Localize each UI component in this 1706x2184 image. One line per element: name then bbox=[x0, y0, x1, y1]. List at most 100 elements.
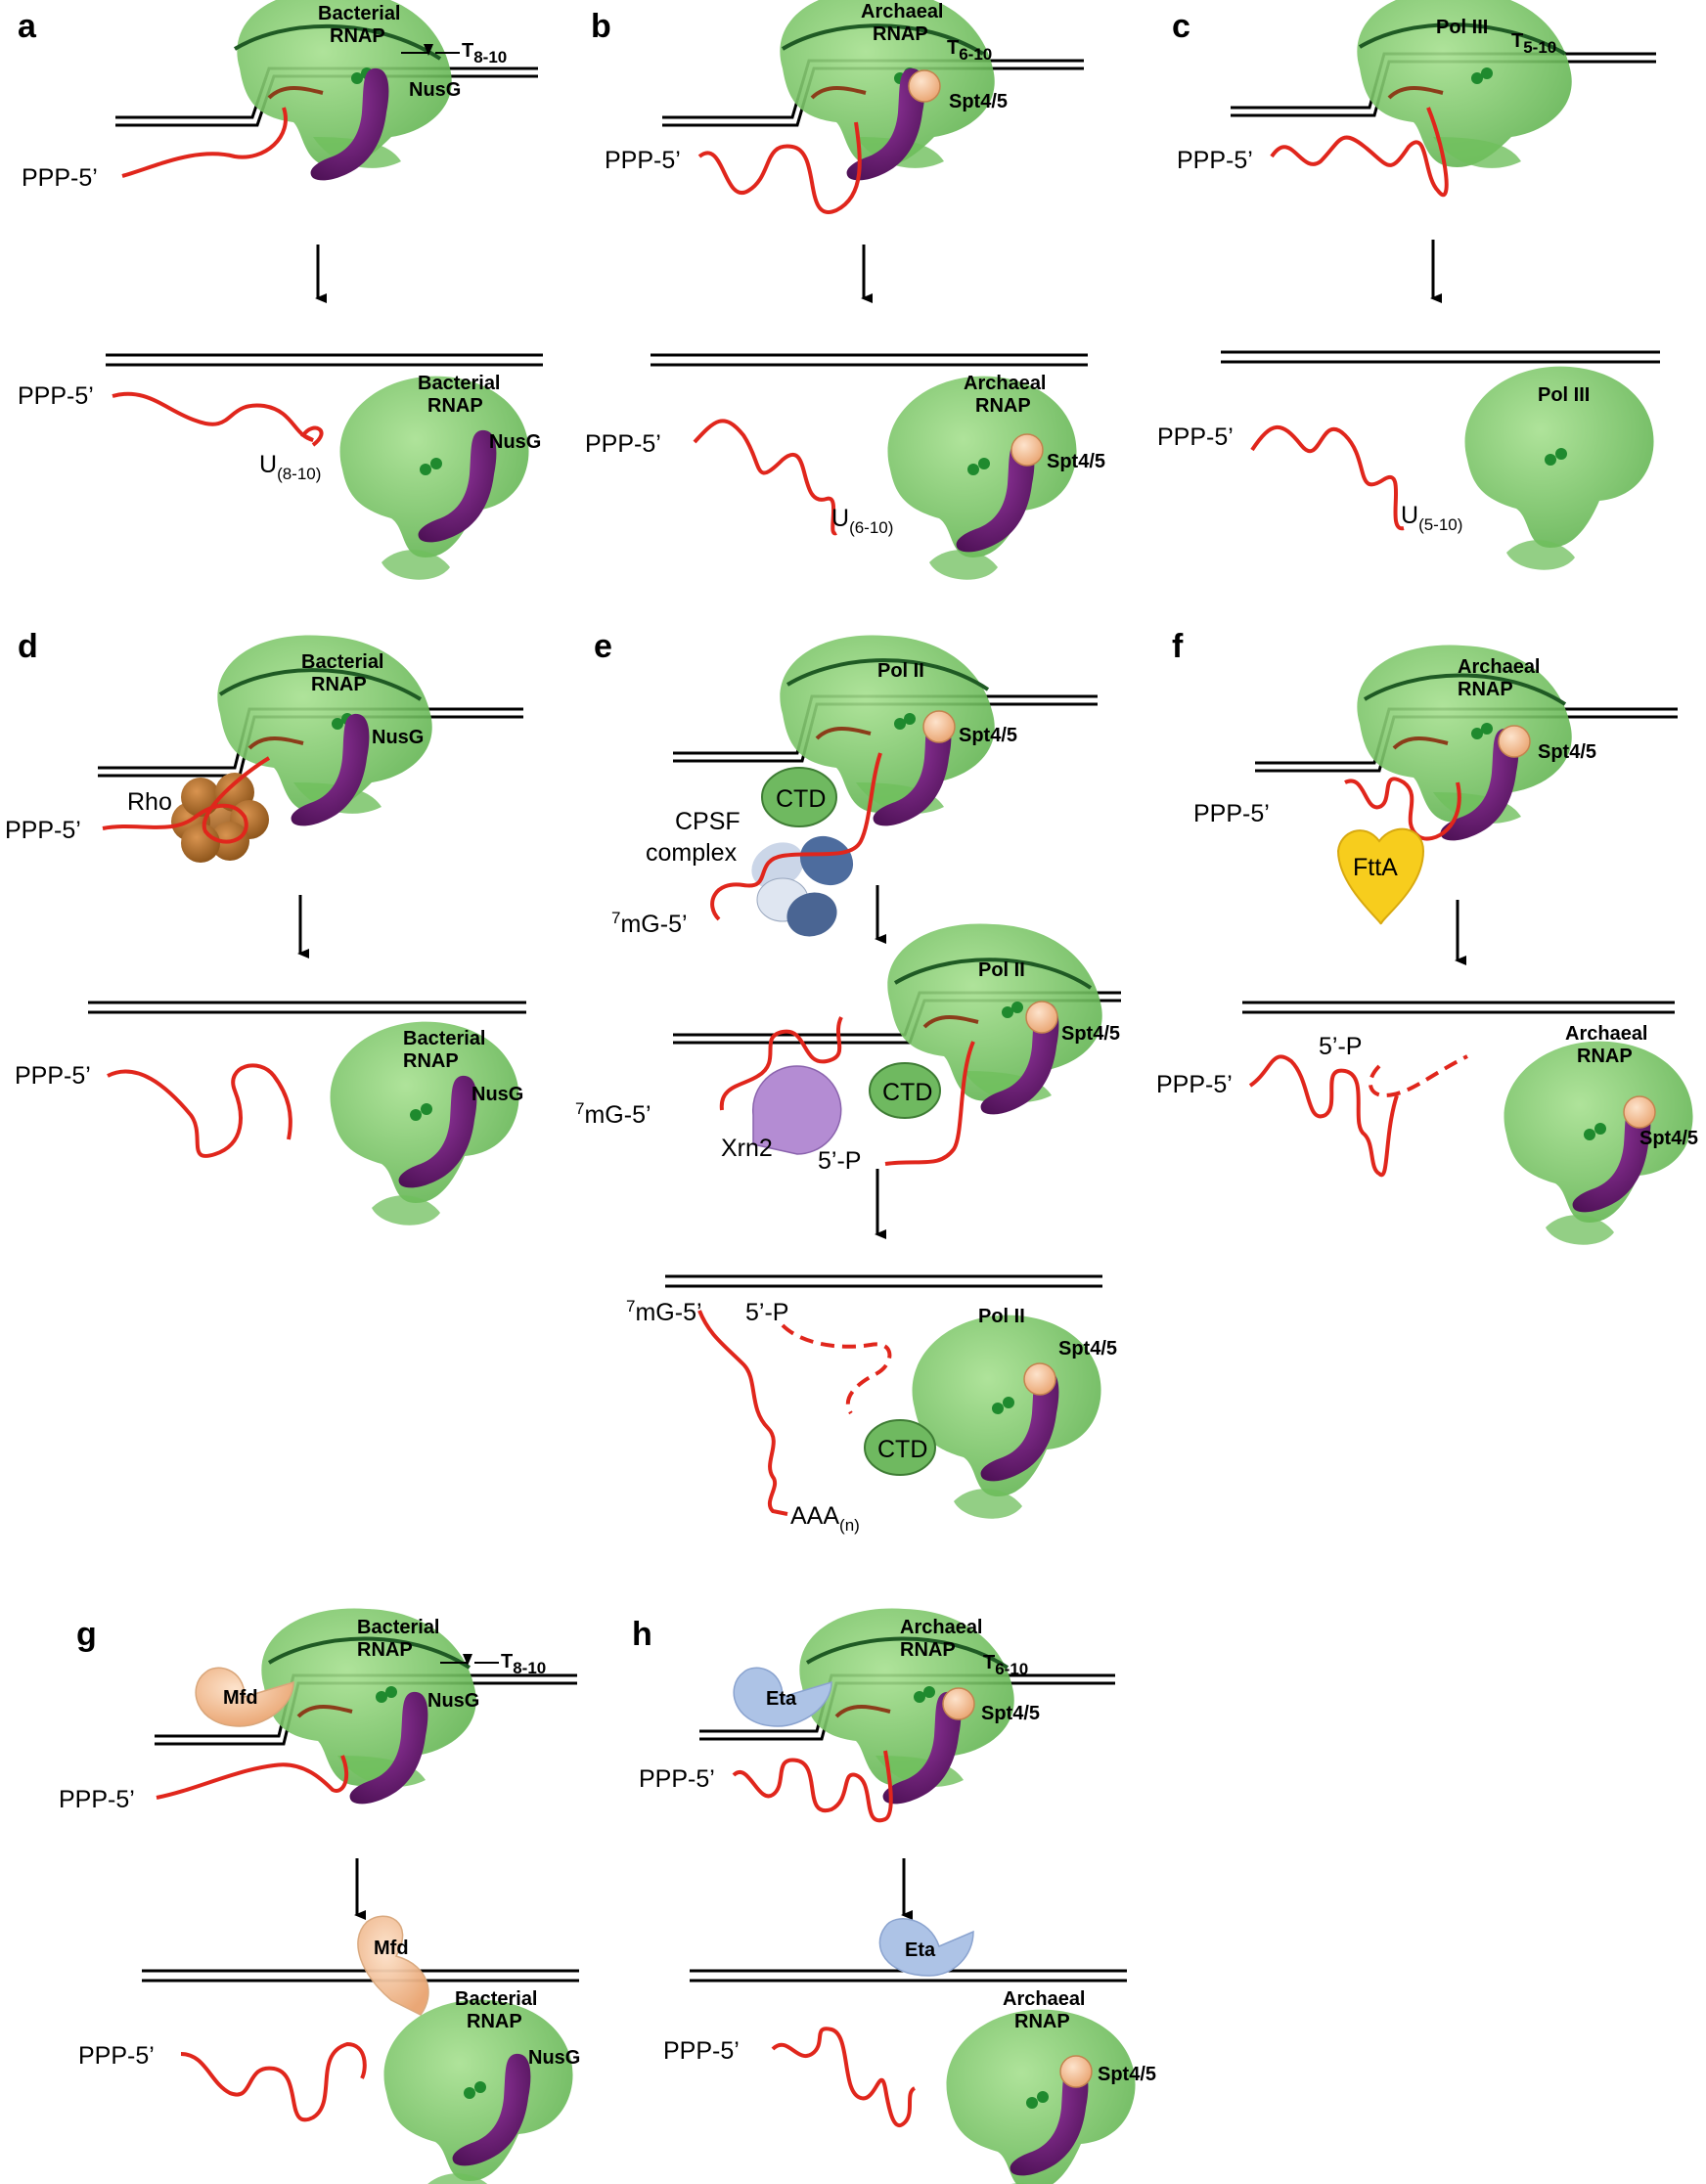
ppp5-c: PPP-5’ bbox=[1177, 147, 1253, 174]
rnap-label-f: RNAP bbox=[1458, 679, 1513, 700]
rnap-species-a: Bacterial bbox=[318, 3, 401, 24]
nusg-g: NusG bbox=[427, 1690, 479, 1712]
svg-text:U(8-10): U(8-10) bbox=[259, 451, 321, 483]
cpsf-complex bbox=[751, 835, 854, 937]
mg5-e3: mG-5’ bbox=[635, 1299, 701, 1326]
ppp5-g2: PPP-5’ bbox=[78, 2042, 155, 2070]
svg-text:U(6-10): U(6-10) bbox=[831, 505, 893, 537]
rnap-label-f2: RNAP bbox=[1577, 1046, 1633, 1067]
ppp5-b2: PPP-5’ bbox=[585, 430, 661, 458]
t-h: T bbox=[983, 1652, 995, 1673]
ppp5-a2: PPP-5’ bbox=[18, 382, 94, 410]
ppp5-f: PPP-5’ bbox=[1193, 800, 1270, 827]
nusg-g2: NusG bbox=[528, 2047, 580, 2069]
rnap-label-d: RNAP bbox=[311, 674, 367, 695]
rnap-species-g2: Bacterial bbox=[455, 1988, 538, 2010]
panel-label-e: e bbox=[594, 628, 612, 665]
nusg-d2: NusG bbox=[471, 1084, 523, 1105]
rnap-label-b2: RNAP bbox=[975, 395, 1031, 417]
svg-text:7mG-5’: 7mG-5’ bbox=[575, 1099, 651, 1129]
panel-label-d: d bbox=[18, 628, 38, 665]
ppp5-h: PPP-5’ bbox=[639, 1765, 715, 1793]
t-a: T bbox=[462, 40, 473, 62]
t-sub-h: 6-10 bbox=[995, 1660, 1028, 1678]
spt45-h: Spt4/5 bbox=[981, 1703, 1040, 1724]
pol-ii-e1: Pol II bbox=[877, 660, 924, 682]
cpsf-line2: complex bbox=[646, 839, 738, 867]
rnap-species-h: Archaeal bbox=[900, 1617, 983, 1638]
rnap-species-h2: Archaeal bbox=[1003, 1988, 1086, 2010]
svg-text:AAA(n): AAA(n) bbox=[790, 1502, 860, 1535]
spt45-b: Spt4/5 bbox=[949, 91, 1008, 112]
spt45-e1: Spt4/5 bbox=[959, 725, 1017, 746]
svg-text:7mG-5’: 7mG-5’ bbox=[626, 1297, 702, 1326]
ctd-label-2: CTD bbox=[882, 1079, 932, 1106]
nusg-a: NusG bbox=[409, 79, 461, 101]
panel-b: b PPP-5’ Archaeal RNAP Spt4/5 T6-10 PPP-… bbox=[585, 0, 1105, 580]
aaa-e3: AAA bbox=[790, 1502, 839, 1530]
mg5-sup-e2: 7 bbox=[575, 1099, 584, 1118]
mg5-sup-e3: 7 bbox=[626, 1297, 635, 1315]
rho-label: Rho bbox=[127, 788, 172, 816]
t-sub-b: 6-10 bbox=[959, 45, 992, 64]
mfd-label-2: Mfd bbox=[374, 1938, 409, 1959]
rnap-species-b: Archaeal bbox=[861, 1, 944, 22]
svg-text:T8-10: T8-10 bbox=[462, 40, 507, 67]
p5-e2: 5’-P bbox=[818, 1147, 861, 1175]
panel-h: h Eta PPP-5’ Archaeal RNAP Spt4/5 T6-10 … bbox=[632, 1608, 1156, 2184]
rnap-species-d: Bacterial bbox=[301, 651, 384, 673]
pol-iii-c2: Pol III bbox=[1538, 384, 1590, 406]
nusg-a2: NusG bbox=[489, 431, 541, 453]
panel-label-h: h bbox=[632, 1616, 652, 1653]
rnap-label-a2: RNAP bbox=[427, 395, 483, 417]
mg5-sup-e1: 7 bbox=[611, 909, 620, 927]
spt45-b2: Spt4/5 bbox=[1047, 451, 1105, 472]
spt45-f2: Spt4/5 bbox=[1639, 1128, 1698, 1149]
panel-e: e CTD CPSF complex 7mG-5’ Pol II Spt4/5 … bbox=[575, 628, 1121, 1535]
mg5-e2: mG-5’ bbox=[584, 1101, 651, 1129]
ppp5-b: PPP-5’ bbox=[605, 147, 681, 174]
t-sub-c: 5-10 bbox=[1523, 38, 1556, 57]
mg5-e1: mG-5’ bbox=[620, 911, 687, 938]
ppp5-a: PPP-5’ bbox=[22, 164, 98, 192]
t-g: T bbox=[501, 1651, 513, 1672]
rnap-label-b: RNAP bbox=[873, 23, 928, 45]
ppp5-d2: PPP-5’ bbox=[15, 1062, 91, 1090]
ctd-label-3: CTD bbox=[877, 1436, 927, 1463]
rnap-species-f2: Archaeal bbox=[1565, 1023, 1648, 1045]
panel-f: f FttA PPP-5’ Archaeal RNAP Spt4/5 PPP-5… bbox=[1156, 628, 1698, 1245]
svg-text:T5-10: T5-10 bbox=[1511, 30, 1556, 57]
panel-label-a: a bbox=[18, 8, 37, 45]
ppp5-h2: PPP-5’ bbox=[663, 2037, 740, 2065]
t-b: T bbox=[947, 37, 959, 59]
pol-ii-e3: Pol II bbox=[978, 1306, 1025, 1327]
ftta-label: FttA bbox=[1353, 854, 1398, 881]
rnap-species-a2: Bacterial bbox=[418, 373, 501, 394]
svg-text:7mG-5’: 7mG-5’ bbox=[611, 909, 688, 938]
aaa-n-e3: (n) bbox=[839, 1516, 860, 1535]
t-sub-g: 8-10 bbox=[513, 1659, 546, 1677]
ppp5-c2: PPP-5’ bbox=[1157, 423, 1234, 451]
rnap-species-d2: Bacterial bbox=[403, 1028, 486, 1049]
panel-label-f: f bbox=[1172, 628, 1184, 665]
eta-label-2: Eta bbox=[905, 1939, 936, 1961]
panel-g: g Mfd PPP-5’ Bacterial RNAP NusG T8-10 M… bbox=[59, 1608, 580, 2184]
u-c: U bbox=[1401, 502, 1418, 529]
rnap-species-g: Bacterial bbox=[357, 1617, 440, 1638]
rnap-label-a: RNAP bbox=[330, 25, 385, 47]
p5-e3: 5’-P bbox=[745, 1299, 788, 1326]
panel-a: a PPP-5’ Bacterial RNAP NusG T8-10 PPP-5… bbox=[18, 0, 543, 580]
rnap-label-g: RNAP bbox=[357, 1639, 413, 1661]
svg-text:T8-10: T8-10 bbox=[501, 1651, 546, 1677]
rnap-label-h: RNAP bbox=[900, 1639, 956, 1661]
ppp5-g: PPP-5’ bbox=[59, 1786, 135, 1813]
u-b: U bbox=[831, 505, 849, 532]
spt45-h2: Spt4/5 bbox=[1098, 2064, 1156, 2085]
svg-text:U(5-10): U(5-10) bbox=[1401, 502, 1462, 534]
spt45-f: Spt4/5 bbox=[1538, 741, 1596, 763]
panel-label-g: g bbox=[76, 1616, 97, 1653]
t-c: T bbox=[1511, 30, 1523, 52]
rnap-label-d2: RNAP bbox=[403, 1050, 459, 1072]
svg-text:T6-10: T6-10 bbox=[947, 37, 992, 64]
